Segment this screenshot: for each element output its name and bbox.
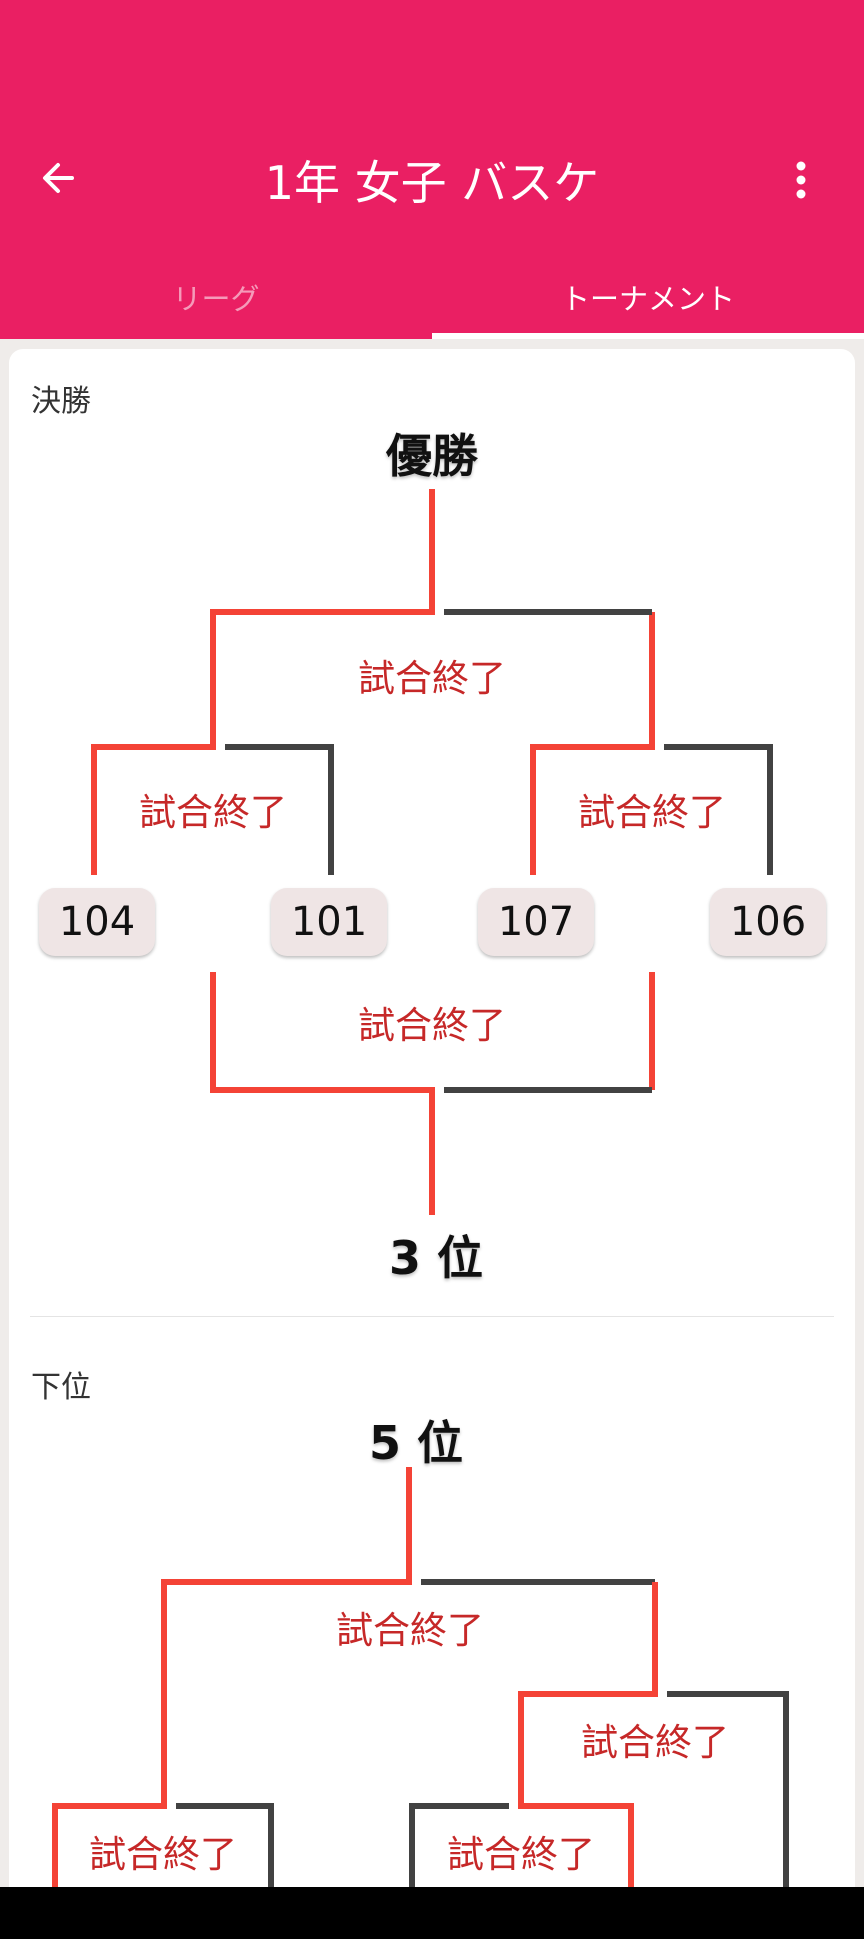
- section-label-lower: 下位: [31, 1370, 91, 1405]
- status-third-place[interactable]: 試合終了: [358, 1004, 506, 1047]
- champion-label: 優勝: [386, 429, 478, 483]
- third-place-label: 3 位: [388, 1231, 484, 1285]
- status-lower-left[interactable]: 試合終了: [89, 1833, 237, 1876]
- arrow-left-icon: [43, 163, 74, 193]
- tab-tournament[interactable]: トーナメント: [560, 282, 735, 316]
- bracket-line-semi-left-lose: [225, 744, 334, 875]
- bracket-line-third-win: [210, 972, 435, 1215]
- bracket-lines: [52, 489, 789, 1887]
- team-chip[interactable]: 106: [710, 888, 826, 956]
- status-lower-top[interactable]: 試合終了: [336, 1609, 484, 1652]
- team-chip[interactable]: 107: [478, 888, 594, 956]
- more-options-button[interactable]: [776, 150, 826, 210]
- section-label-final: 決勝: [31, 384, 91, 419]
- status-lower-center[interactable]: 試合終了: [447, 1833, 595, 1876]
- status-semi-right[interactable]: 試合終了: [578, 791, 726, 834]
- status-lower-right[interactable]: 試合終了: [581, 1721, 729, 1764]
- bracket-line-lower-right-win: [518, 1582, 658, 1887]
- bracket-line-lower-top: [52, 1467, 412, 1887]
- status-semi-left[interactable]: 試合終了: [139, 791, 287, 834]
- back-button[interactable]: [30, 150, 86, 206]
- bracket-line-semi-right-lose: [664, 744, 773, 875]
- app-bar: 1年 女子 バスケ リーグ トーナメント: [0, 0, 864, 339]
- page-title: 1年 女子 バスケ: [264, 156, 600, 210]
- tab-indicator: [432, 333, 864, 339]
- system-navigation-bar: [0, 1887, 864, 1939]
- status-final[interactable]: 試合終了: [358, 657, 506, 700]
- more-vert-icon: [796, 161, 806, 199]
- section-divider: [30, 1316, 834, 1317]
- bracket-line-lower-center-lose: [409, 1803, 509, 1887]
- team-chip[interactable]: 101: [271, 888, 387, 956]
- bracket-line-lower-right-lose: [667, 1691, 789, 1887]
- bracket-line-champion: [91, 489, 435, 875]
- team-chip[interactable]: 104: [39, 888, 155, 956]
- tab-league[interactable]: リーグ: [172, 282, 260, 316]
- bracket-line-lower-left-lose: [176, 1803, 274, 1887]
- bracket-line-final-right-win: [530, 612, 655, 875]
- fifth-place-label: 5 位: [368, 1416, 464, 1470]
